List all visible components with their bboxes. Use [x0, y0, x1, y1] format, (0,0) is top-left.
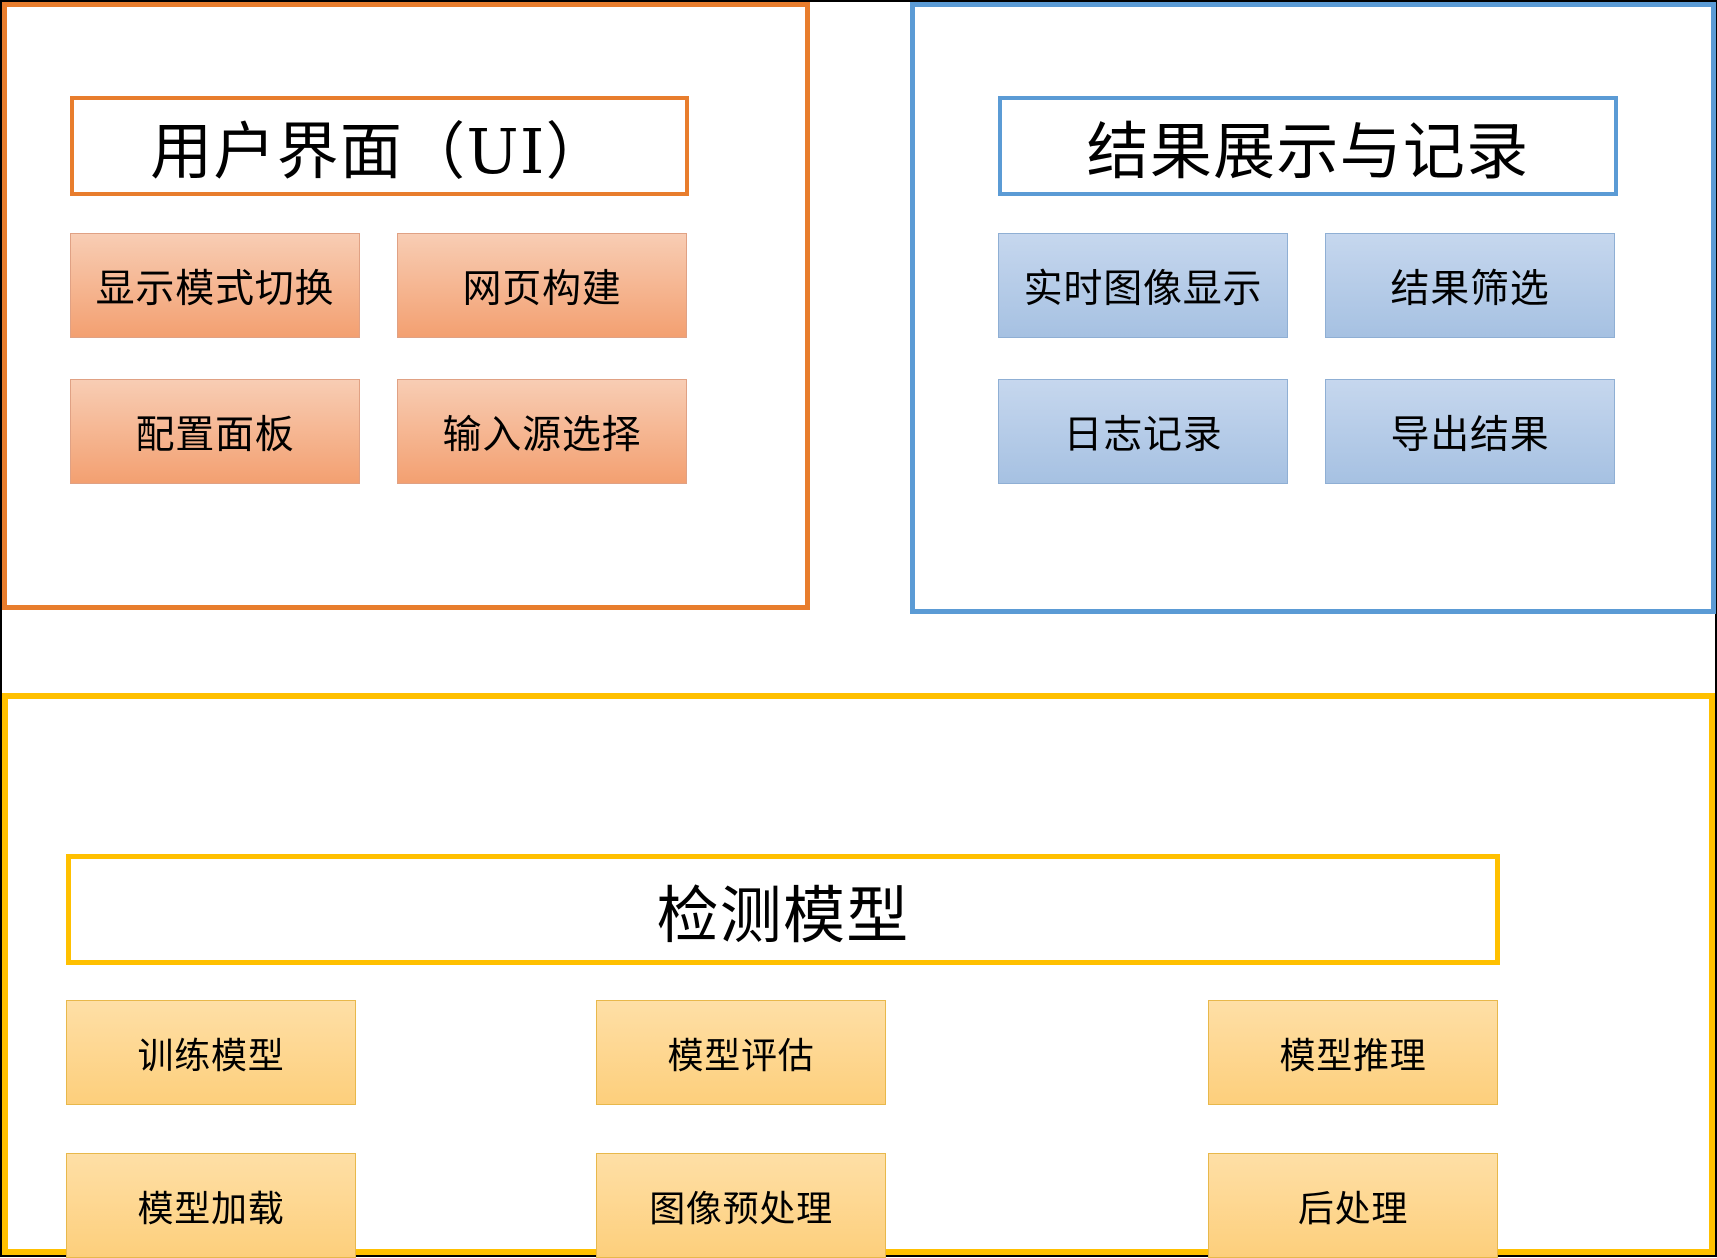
item-realtime-image-display[interactable]: 实时图像显示 — [998, 233, 1288, 338]
panel-user-interface: 用户界面（UI） 显示模式切换 网页构建 配置面板 输入源选择 — [2, 2, 810, 610]
item-display-mode-switch[interactable]: 显示模式切换 — [70, 233, 360, 338]
item-model-evaluate[interactable]: 模型评估 — [596, 1000, 886, 1105]
item-config-panel[interactable]: 配置面板 — [70, 379, 360, 484]
item-result-filter[interactable]: 结果筛选 — [1325, 233, 1615, 338]
item-model-load[interactable]: 模型加载 — [66, 1153, 356, 1258]
panel-detection-model: 检测模型 训练模型 模型评估 模型推理 模型加载 图像预处理 后处理 — [2, 693, 1715, 1258]
panel-results-display-and-log: 结果展示与记录 实时图像显示 结果筛选 日志记录 导出结果 — [910, 2, 1716, 614]
item-web-page-build[interactable]: 网页构建 — [397, 233, 687, 338]
item-image-preprocess[interactable]: 图像预处理 — [596, 1153, 886, 1258]
panel-title-user-interface: 用户界面（UI） — [70, 96, 689, 196]
panel-title-detection-model: 检测模型 — [66, 854, 1500, 965]
item-postprocess[interactable]: 后处理 — [1208, 1153, 1498, 1258]
item-export-result[interactable]: 导出结果 — [1325, 379, 1615, 484]
panel-title-results-display-and-log: 结果展示与记录 — [998, 96, 1618, 196]
item-train-model[interactable]: 训练模型 — [66, 1000, 356, 1105]
item-model-inference[interactable]: 模型推理 — [1208, 1000, 1498, 1105]
item-input-source-select[interactable]: 输入源选择 — [397, 379, 687, 484]
item-log-record[interactable]: 日志记录 — [998, 379, 1288, 484]
